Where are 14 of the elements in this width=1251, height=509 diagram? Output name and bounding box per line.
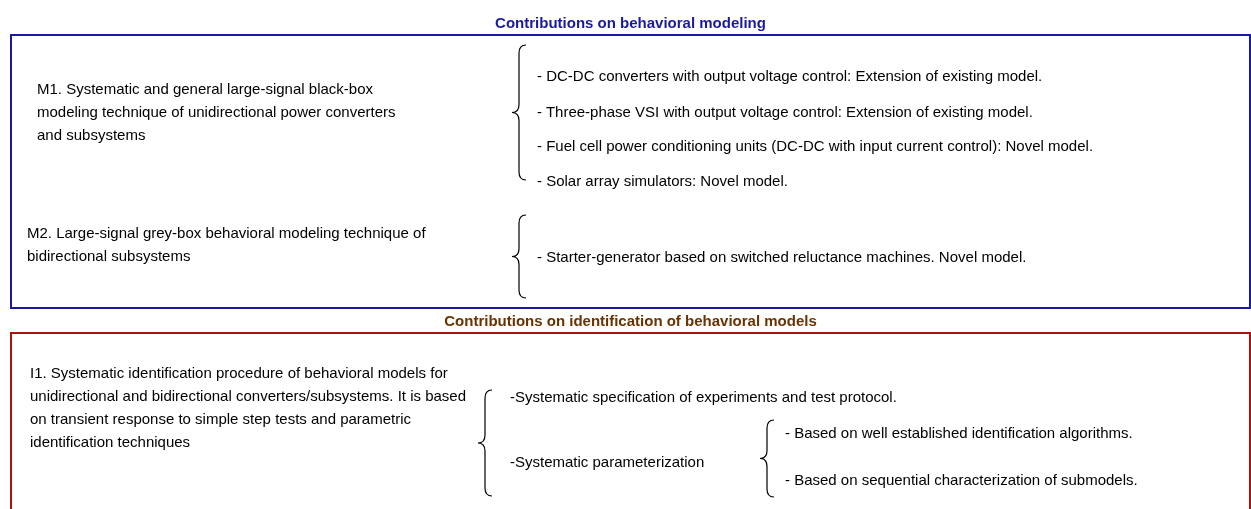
- section-heading: Contributions on identification of behavioral models: [443, 312, 818, 329]
- contribution-text: M2. Large-signal grey-box behavioral modeling technique of bidirectional subsystems: [27, 223, 427, 266]
- list-item-text: -Systematic specification of experiments and test protocol.: [510, 387, 897, 407]
- contribution-text: I1. Systematic identification procedure of behavioral models for unidirectional and bidirectional converters/subsystems. It is based on transient response to simple step tests and parametric identification techniques: [30, 363, 468, 452]
- contribution-text: M1. Systematic and general large-signal black-box modeling technique of unidirectional power converters and subsystems: [37, 79, 397, 145]
- list-item-text: - Fuel cell power conditioning units (DC-DC with input current control): Novel model.: [537, 136, 1094, 156]
- list-item-text: - Solar array simulators: Novel model.: [537, 171, 788, 191]
- list-item-text: - Based on sequential characterization of submodels.: [785, 470, 1138, 490]
- list-item-text: - Based on well established identification algorithms.: [785, 423, 1133, 443]
- section-heading: Contributions on behavioral modeling: [494, 14, 767, 31]
- list-item-text: - Three-phase VSI with output voltage control: Extension of existing model.: [537, 102, 1033, 122]
- list-item-text: -Systematic parameterization: [510, 452, 705, 472]
- list-item-text: - DC-DC converters with output voltage control: Extension of existing model.: [537, 66, 1043, 86]
- list-item-text: - Starter-generator based on switched reluctance machines. Novel model.: [537, 247, 1027, 267]
